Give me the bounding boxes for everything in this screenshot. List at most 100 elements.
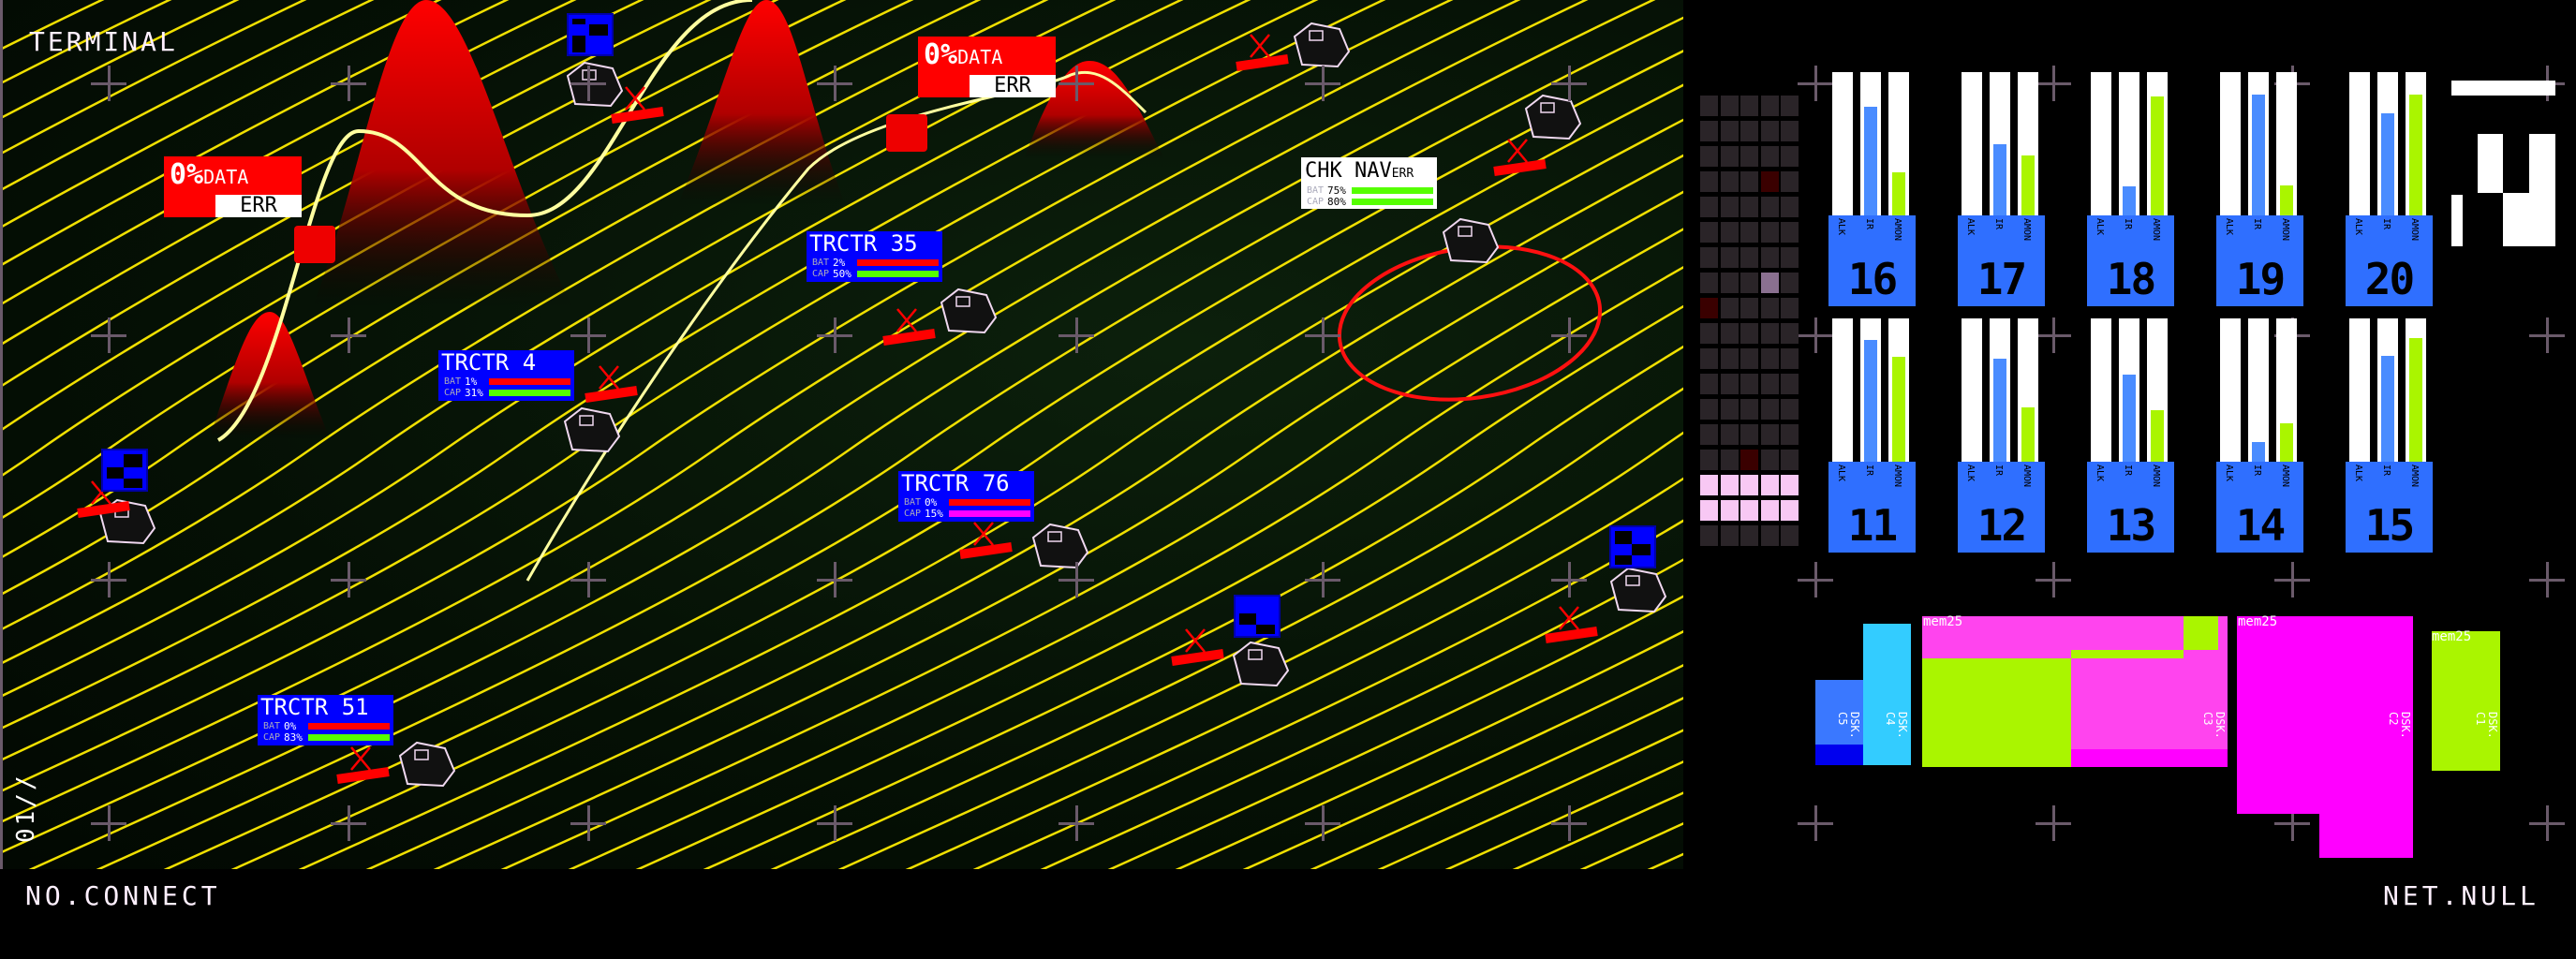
sensor-axis-label: ALK xyxy=(2353,218,2363,236)
sensor-axis-label: AMON xyxy=(2151,218,2161,242)
crosshair-marker xyxy=(91,562,126,598)
checker-marker[interactable] xyxy=(1234,595,1281,638)
crosshair-marker xyxy=(2529,562,2565,598)
sensor-axis-label: AMON xyxy=(2021,218,2032,242)
error-status: ERR xyxy=(215,195,302,217)
data-error-badge[interactable]: 0%DATA ERR xyxy=(918,37,1056,97)
status-cell xyxy=(1700,146,1718,167)
status-cell xyxy=(1781,348,1799,369)
contour-line xyxy=(3,0,1454,792)
amon-bar xyxy=(2406,72,2426,215)
bat-value: 0% xyxy=(284,720,297,732)
cap-bar xyxy=(1352,199,1433,205)
status-cell xyxy=(1740,450,1758,470)
tractor-icon[interactable] xyxy=(1031,523,1089,569)
target-x-icon xyxy=(882,308,936,346)
crosshair-marker xyxy=(1059,66,1094,101)
tractor-icon[interactable] xyxy=(563,406,621,453)
checker-marker[interactable] xyxy=(101,449,148,492)
checker-marker[interactable] xyxy=(1609,525,1656,568)
contour-line xyxy=(96,16,1683,869)
alk-bar xyxy=(2091,72,2111,215)
crosshair-marker xyxy=(817,317,852,353)
status-cell xyxy=(1700,222,1718,243)
status-cell xyxy=(1740,323,1758,344)
ir-bar xyxy=(1860,72,1881,215)
tractor-icon[interactable] xyxy=(398,741,456,788)
sensor-axis-label: ALK xyxy=(2095,218,2105,236)
cap-label: CAP xyxy=(904,509,922,519)
sensor-axis-label: IR xyxy=(1993,218,2004,230)
field-map[interactable]: TERMINAL 01// 0%DATA ERR 0%DATA ERR TRCT… xyxy=(0,0,1683,869)
disk-segment xyxy=(2071,650,2184,658)
alk-bar xyxy=(1832,72,1853,215)
cap-label: CAP xyxy=(1307,197,1325,207)
crosshair-marker xyxy=(2274,805,2310,841)
bat-bar xyxy=(308,723,390,730)
status-cell xyxy=(1760,171,1779,192)
sensor-axis-label: AMON xyxy=(2280,465,2290,488)
target-x-icon xyxy=(959,522,1013,559)
status-cell xyxy=(1720,323,1739,344)
contour-line xyxy=(3,0,577,305)
crosshair-marker xyxy=(1798,805,1833,841)
status-cell xyxy=(1760,399,1779,420)
status-cell xyxy=(1740,374,1758,394)
connection-status: NO.CONNECT xyxy=(25,880,221,911)
status-cell xyxy=(1700,348,1718,369)
bat-value: 0% xyxy=(925,496,938,509)
tractor-icon[interactable] xyxy=(1293,22,1351,68)
cap-label: CAP xyxy=(444,388,462,398)
ir-bar xyxy=(2119,318,2139,462)
status-cell xyxy=(1720,475,1739,495)
data-error-badge[interactable]: 0%DATA ERR xyxy=(164,156,302,217)
status-cell xyxy=(1781,450,1799,470)
tractor-icon[interactable] xyxy=(940,288,998,334)
crosshair-marker xyxy=(817,562,852,598)
error-unit: DATA xyxy=(957,46,1003,68)
status-cell xyxy=(1740,247,1758,268)
disk-block-c4[interactable] xyxy=(1863,624,1911,765)
disk-block-c2[interactable] xyxy=(2237,616,2413,814)
crosshair-marker xyxy=(1305,805,1340,841)
amon-fill xyxy=(2280,422,2293,462)
sensor-id: 11 xyxy=(1847,500,1898,551)
crosshair-marker xyxy=(817,805,852,841)
terrain-contours xyxy=(3,0,1683,869)
contour-line xyxy=(1647,852,1683,869)
contour-line xyxy=(365,154,1683,869)
status-cell xyxy=(1760,273,1779,293)
ir-fill xyxy=(1864,106,1877,215)
tractor-icon[interactable] xyxy=(1609,567,1667,613)
alert-tractor-icon[interactable] xyxy=(886,114,927,152)
sensor-axis-label: AMON xyxy=(1892,465,1902,488)
ir-bar xyxy=(2248,72,2269,215)
status-cell xyxy=(1720,247,1739,268)
tractor-icon[interactable] xyxy=(1524,94,1582,140)
contour-line xyxy=(298,118,1683,869)
disk-label: DSK.C3 xyxy=(2201,712,2227,739)
tractor-icon[interactable] xyxy=(1442,217,1500,264)
disk-block-c1[interactable] xyxy=(2432,631,2500,771)
ir-bar xyxy=(2377,318,2398,462)
tractor-name: TRCTR 4 xyxy=(441,349,537,376)
contour-line xyxy=(1040,558,1683,869)
alert-tractor-icon[interactable] xyxy=(294,226,335,263)
status-cell xyxy=(1700,475,1718,495)
contour-line xyxy=(3,0,307,155)
status-cell xyxy=(1740,298,1758,318)
crosshair-marker xyxy=(570,317,606,353)
status-cell xyxy=(1720,222,1739,243)
amon-fill xyxy=(1892,357,1905,462)
status-cell xyxy=(1740,500,1758,521)
tractor-icon[interactable] xyxy=(1232,641,1290,687)
checker-marker[interactable] xyxy=(567,13,614,56)
contour-line xyxy=(837,431,1683,869)
